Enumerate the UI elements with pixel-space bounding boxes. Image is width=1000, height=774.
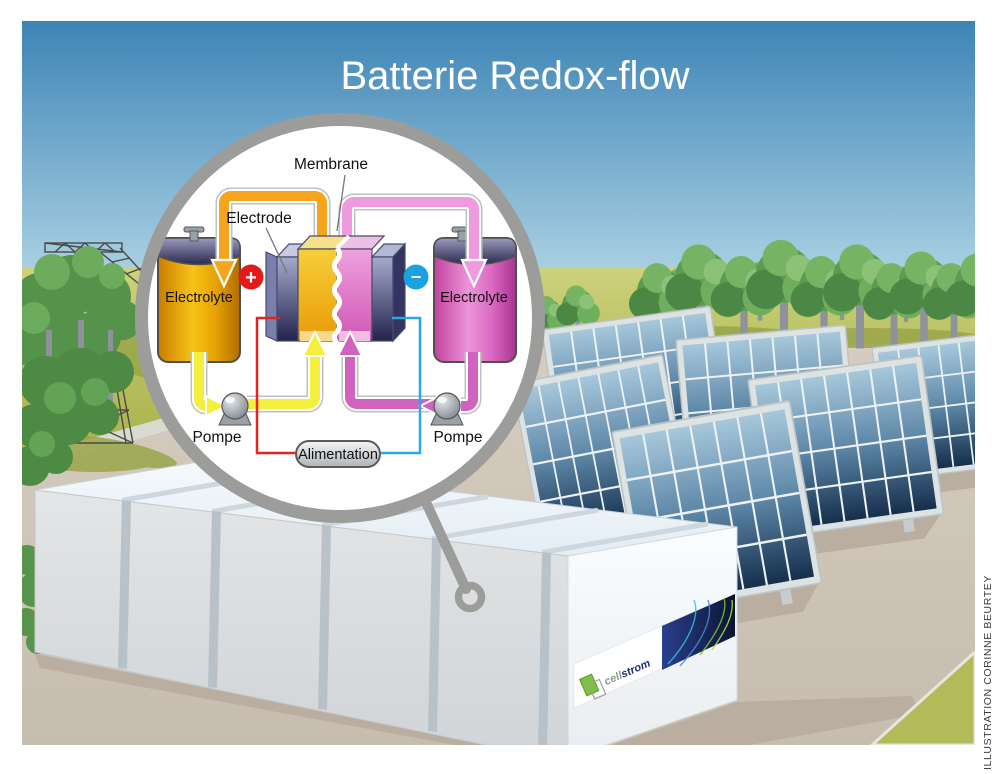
magnifier-ring [135, 113, 545, 523]
cell-yellow-half [297, 248, 338, 342]
grass-corner [869, 649, 975, 745]
right-pump-icon [430, 392, 464, 426]
orange-pipe [210, 187, 331, 289]
left-electrode-side [265, 251, 278, 342]
plus-icon: + [245, 267, 257, 289]
minus-icon: − [411, 267, 422, 287]
blue-wire [381, 316, 422, 455]
positive-terminal-icon: + [238, 264, 264, 290]
negative-terminal-icon: − [403, 264, 429, 290]
battery-schematic: Alimentation + − Membrane Electrode [157, 156, 517, 468]
right-tank-label: Electrolyte [440, 290, 508, 306]
membrane-line [332, 246, 342, 345]
cell-stack [265, 234, 407, 345]
pink-pipe [338, 193, 488, 289]
yellow-pipe [190, 352, 324, 418]
electrode-label: Electrode [226, 210, 291, 227]
right-electrode-side [392, 242, 406, 343]
pink-arrow-icon [460, 258, 488, 289]
membrane-label: Membrane [294, 156, 368, 173]
left-pump-icon [218, 392, 252, 426]
red-wire [255, 316, 295, 455]
magnifier-handle-line [419, 493, 471, 594]
scene: cellstrom Batterie Redox-flow [22, 21, 975, 745]
orange-arrow-icon [210, 258, 238, 289]
page-title: Batterie Redox-flow [340, 54, 689, 98]
building-seams [118, 500, 551, 745]
magnifier-handle-ring [454, 581, 486, 613]
left-electrode [276, 256, 299, 342]
power-supply-pill: Alimentation [295, 440, 381, 468]
yellow-up-arrow-icon [301, 329, 329, 357]
yellow-arrow-icon [205, 394, 229, 418]
electrode-leader-line [265, 227, 288, 274]
right-pump-label: Pompe [433, 429, 482, 446]
cell-pink-half [336, 248, 373, 342]
building-shadow [35, 654, 920, 745]
right-electrode [371, 256, 394, 342]
left-tank-label: Electrolyte [165, 290, 233, 306]
credit-text: ILLUSTRATION CORINNE BEURTEY [982, 575, 994, 770]
magnifier-bubble: Alimentation + − Membrane Electrode [135, 113, 545, 613]
membrane-leader-line [336, 174, 346, 232]
cellstrom-logo-band: cellstrom [573, 593, 736, 709]
tree-cluster-left [22, 246, 142, 654]
left-pump-label: Pompe [192, 429, 241, 446]
power-supply-label: Alimentation [298, 447, 378, 463]
magenta-up-arrow-icon [336, 329, 364, 357]
magenta-pipe [341, 352, 482, 418]
